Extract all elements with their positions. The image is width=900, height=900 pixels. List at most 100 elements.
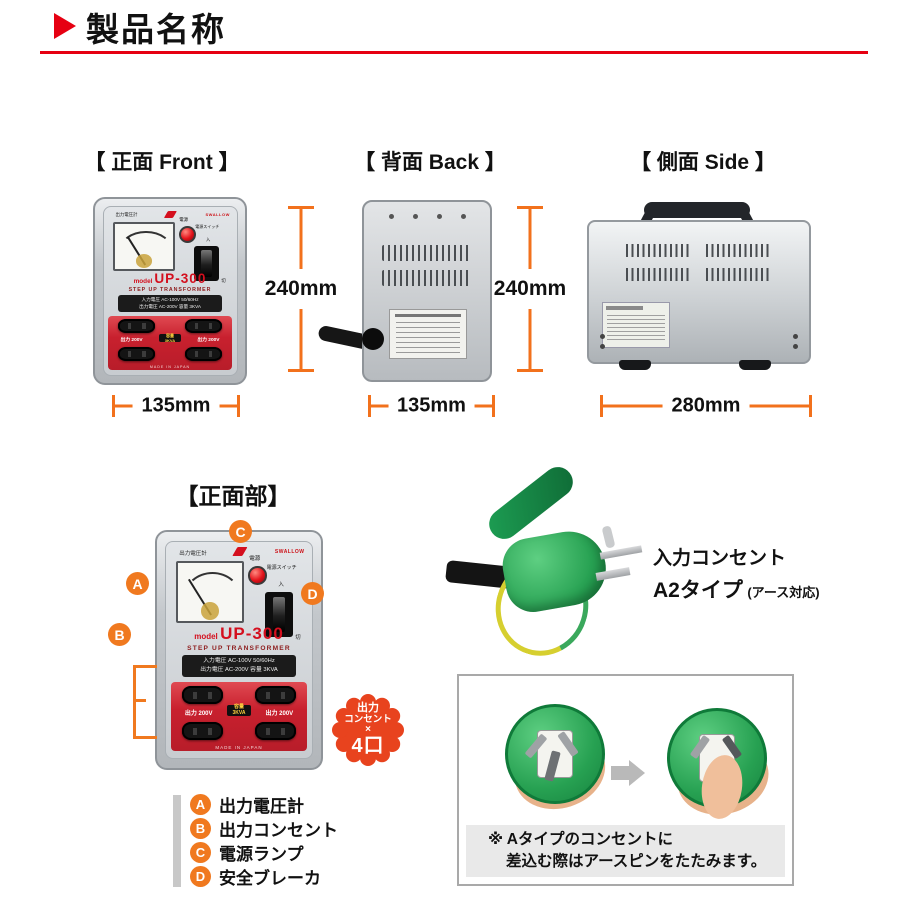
screw [389,214,395,220]
side-view-label: 【 側面 Side 】 [630,151,776,174]
back-width-value: 135mm [388,394,475,418]
legend-item: A 出力電圧計 [190,793,304,816]
note-line1: ※ Aタイプのコンセントに [488,831,673,848]
badge-line3: × [365,724,371,735]
legend-label-b: 出力コンセント [219,821,338,840]
outlet-panel: 出力 200V 出力 200V 容量 3KVA MADE IN JAPAN [108,316,232,370]
plug-type-bold: A2タイプ [653,579,743,602]
switch-rocker [272,597,286,632]
legend-key-d: D [190,866,211,887]
side-width-value: 280mm [662,394,750,418]
power-lamp-label: 電源 [179,216,189,222]
power-lamp-label: 電源 [249,556,261,563]
legend-key-b: B [190,818,211,839]
back-width-dimension: 135mm [368,394,495,418]
power-switch [265,591,293,638]
power-lamp [248,566,268,585]
screw [600,344,605,349]
outlet [182,722,223,741]
meter-caption: 出力電圧計 [179,550,207,557]
outlet-label-right: 出力 200V [265,711,294,718]
vent-slots [381,244,473,261]
power-lamp [178,225,196,244]
note-caption: ※ Aタイプのコンセントに 差込む際はアースピンをたたみます。 [466,825,785,877]
capacity-line1: 容量 [165,333,174,339]
switch-off-label: 切 [295,634,301,641]
side-width-dimension: 280mm [600,394,812,418]
legend-item: D 安全ブレーカ [190,865,321,888]
screw [413,214,419,220]
badge-line2: コンセント [344,714,392,726]
legend-bar [173,795,181,887]
plug-body [498,525,612,617]
cable-grommet [362,328,384,350]
side-body [587,220,811,364]
outlet [255,722,296,741]
legend-label-c: 電源ランプ [219,845,304,864]
legend-item: C 電源ランプ [190,841,304,864]
model-prefix: model [194,632,218,642]
outlet-panel: 出力 200V 出力 200V 容量 3KVA MADE IN JAPAN [171,682,307,752]
legend-key-a: A [190,794,211,815]
brand-label: SWALLOW [205,212,230,218]
callout-b-bracket [133,665,157,668]
front-view-label: 【 正面 Front 】 [84,151,240,174]
arrow-icon [611,766,629,780]
front-height-dimension: 240mm [262,206,340,372]
made-in-label: MADE IN JAPAN [215,744,263,750]
input-plug-title: 入力コンセント [653,548,787,569]
power-switch [193,245,220,281]
capacity-badge: 容量 3KVA [226,704,252,717]
spec-plate: 入力電圧 AC-100V 50/60Hz 出力電圧 AC-200V 容量 3KV… [118,295,222,312]
legend-label-d: 安全ブレーカ [219,869,321,888]
front-panel-section-label: 【正面部】 [175,483,291,509]
capacity-line2: 3KVA [232,710,246,717]
outlet-label-left: 出力 200V [184,711,213,718]
voltage-meter [112,221,176,271]
spec-plate: 入力電圧 AC-100V 50/60Hz 出力電圧 AC-200V 容量 3KV… [182,655,296,677]
screw [600,334,605,339]
vent-slots [626,268,693,281]
meter-caption: 出力電圧計 [115,212,138,218]
spec-sticker [602,302,671,348]
switch-on-label: 入 [205,236,211,242]
vent-slots [705,268,772,281]
power-switch-caption: 電源スイッチ [195,224,220,230]
spec-line2: 出力電圧 AC-200V 容量 3KVA [200,667,278,674]
front-width-value: 135mm [132,394,220,418]
outlet [118,319,156,334]
outlet [184,319,222,334]
input-plug-photo [445,461,657,668]
outlet [118,347,156,362]
callout-b-bracket [133,699,146,702]
vent-slots [705,244,772,257]
made-in-label: MADE IN JAPAN [149,364,191,369]
plug-prong [599,545,643,560]
outlet-label-right: 出力 200V [197,338,220,344]
model-number: UP-300 [154,270,207,286]
power-switch-caption: 電源スイッチ [266,564,297,571]
callout-b-bracket [133,736,157,739]
badge-scallop-shape [332,694,404,766]
foot [619,360,651,370]
meter-coil [201,602,220,620]
capacity-badge: 容量 3KVA [158,333,182,343]
meter-scale-arc [119,230,173,271]
front-height-value: 240mm [262,269,340,309]
voltage-meter [176,560,245,623]
brand-wing-icon [164,211,178,218]
back-height-dimension: 240mm [491,206,569,372]
vent-slots [626,244,693,257]
model-prefix: model [133,277,153,285]
legend-label-a: 出力電圧計 [219,797,304,816]
earth-pin [601,525,616,549]
switch-on-label: 入 [278,582,284,589]
brand-label: SWALLOW [274,548,305,555]
